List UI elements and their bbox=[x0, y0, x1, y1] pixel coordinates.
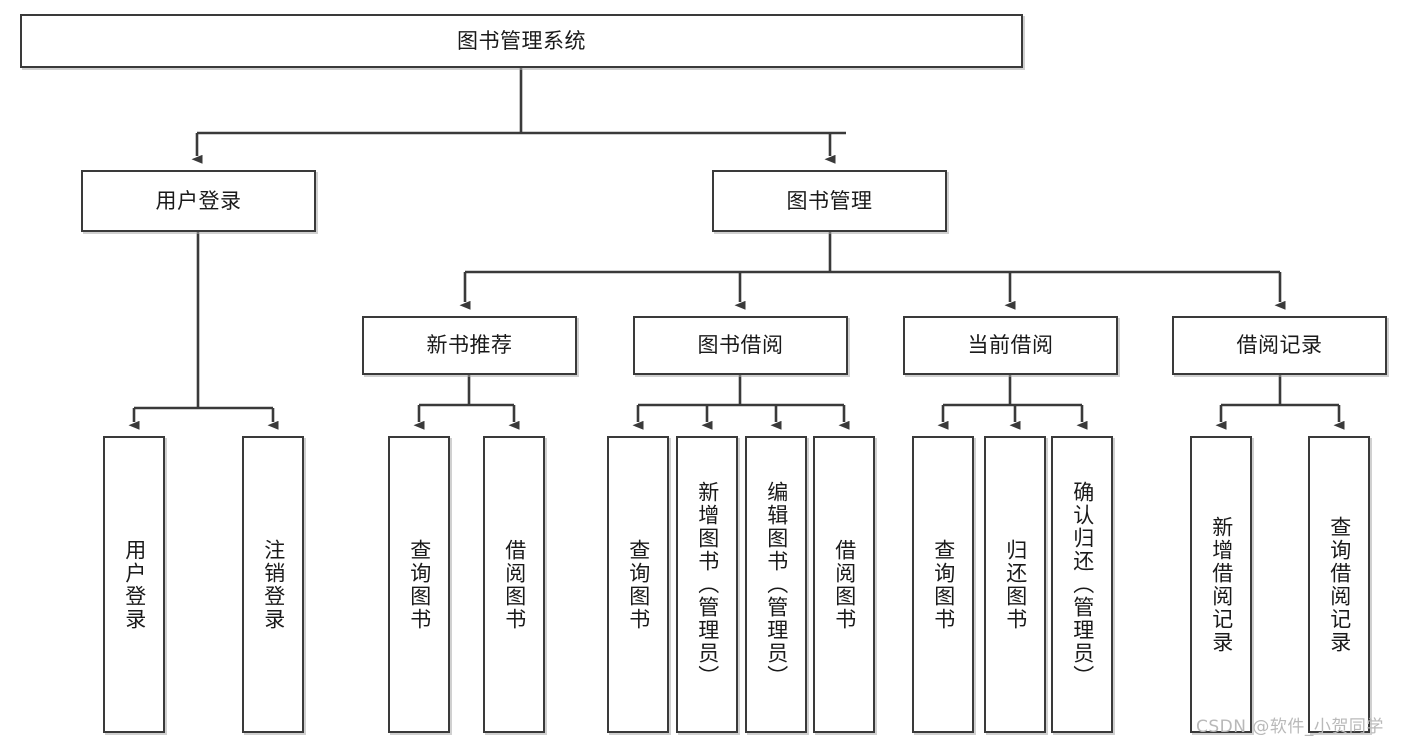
node-label: 确认归还（管理员） bbox=[1070, 481, 1095, 688]
node-leaf-query-book[interactable]: 查询图书 bbox=[607, 436, 669, 733]
node-label: 图书管理系统 bbox=[457, 28, 586, 53]
node-label: 新增借阅记录 bbox=[1209, 515, 1234, 654]
node-leaf-borrow-book-recommend[interactable]: 借阅图书 bbox=[483, 436, 545, 733]
node-borrow-record[interactable]: 借阅记录 bbox=[1172, 316, 1387, 375]
node-leaf-confirm-return[interactable]: 确认归还（管理员） bbox=[1051, 436, 1113, 733]
node-label: 借阅图书 bbox=[502, 538, 527, 631]
node-leaf-user-login[interactable]: 用户登录 bbox=[103, 436, 165, 733]
node-leaf-logout[interactable]: 注销登录 bbox=[242, 436, 304, 733]
node-label: 新书推荐 bbox=[426, 333, 513, 358]
node-current-borrow[interactable]: 当前借阅 bbox=[903, 316, 1118, 375]
node-leaf-add-book[interactable]: 新增图书（管理员） bbox=[676, 436, 738, 733]
node-label: 编辑图书（管理员） bbox=[764, 481, 789, 688]
node-label: 新增图书（管理员） bbox=[695, 481, 720, 688]
node-book-borrow[interactable]: 图书借阅 bbox=[633, 316, 848, 375]
node-leaf-query-record[interactable]: 查询借阅记录 bbox=[1308, 436, 1370, 733]
node-label: 图书借阅 bbox=[697, 333, 784, 358]
node-user-login[interactable]: 用户登录 bbox=[81, 170, 316, 232]
node-leaf-add-record[interactable]: 新增借阅记录 bbox=[1190, 436, 1252, 733]
node-label: 用户登录 bbox=[122, 538, 147, 631]
node-label: 查询图书 bbox=[626, 538, 651, 631]
node-label: 注销登录 bbox=[261, 538, 286, 631]
node-label: 当前借阅 bbox=[967, 333, 1054, 358]
node-book-manage[interactable]: 图书管理 bbox=[712, 170, 947, 232]
node-new-book-recommend[interactable]: 新书推荐 bbox=[362, 316, 577, 375]
node-root-system[interactable]: 图书管理系统 bbox=[20, 14, 1023, 68]
node-leaf-return-book[interactable]: 归还图书 bbox=[984, 436, 1046, 733]
node-leaf-edit-book[interactable]: 编辑图书（管理员） bbox=[745, 436, 807, 733]
node-leaf-borrow-book[interactable]: 借阅图书 bbox=[813, 436, 875, 733]
node-label: 归还图书 bbox=[1003, 538, 1028, 631]
node-label: 借阅记录 bbox=[1236, 333, 1323, 358]
node-leaf-query-book-current[interactable]: 查询图书 bbox=[912, 436, 974, 733]
node-label: 用户登录 bbox=[155, 188, 242, 213]
node-label: 查询图书 bbox=[407, 538, 432, 631]
node-leaf-query-book-recommend[interactable]: 查询图书 bbox=[388, 436, 450, 733]
node-label: 图书管理 bbox=[786, 188, 873, 213]
node-label: 借阅图书 bbox=[832, 538, 857, 631]
node-label: 查询借阅记录 bbox=[1327, 515, 1352, 654]
node-label: 查询图书 bbox=[931, 538, 956, 631]
